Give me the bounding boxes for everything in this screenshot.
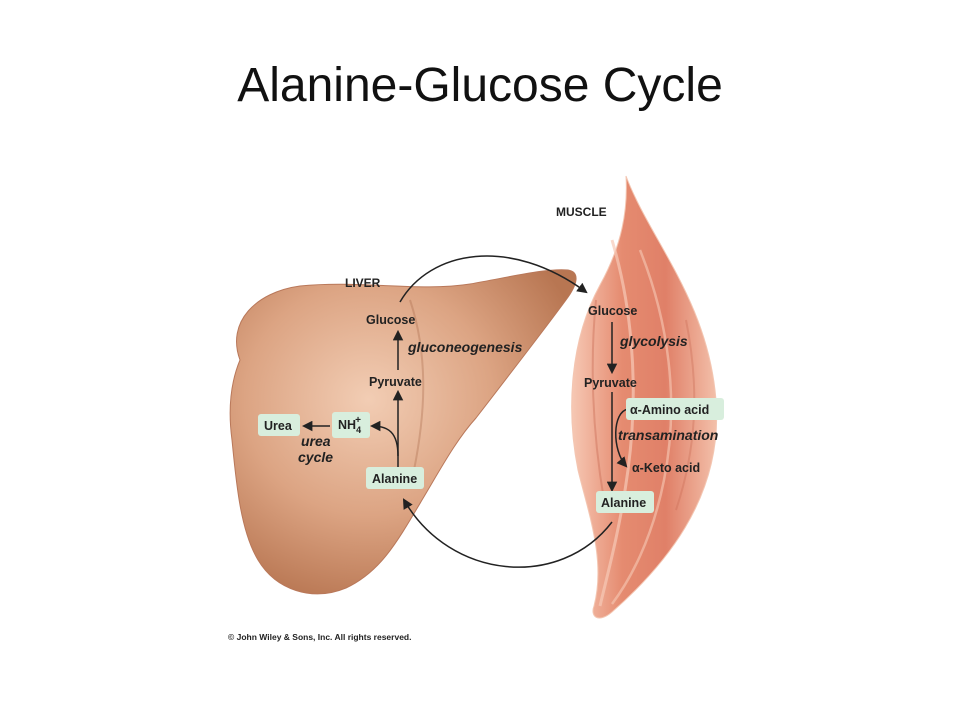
muscle-alanine-label: Alanine (601, 496, 646, 510)
liver-label: LIVER (345, 276, 381, 290)
alanine-transport-arc (402, 498, 613, 568)
muscle-label: MUSCLE (556, 205, 607, 219)
copyright-notice: © John Wiley & Sons, Inc. All rights res… (228, 632, 411, 642)
keto-acid-label: α-Keto acid (632, 461, 700, 475)
ammonium-label: NH4+ (338, 415, 361, 435)
muscle-glucose-label: Glucose (588, 304, 637, 318)
amino-acid-label: α-Amino acid (630, 403, 709, 417)
transamination-arrow (615, 408, 629, 468)
liver-glucose-label: Glucose (366, 313, 415, 327)
muscle-alanine-box (596, 491, 654, 513)
gluconeogenesis-label: gluconeogenesis (407, 339, 523, 355)
liver-shape (229, 269, 577, 595)
liver-alanine-box (366, 467, 424, 489)
transamination-label: transamination (618, 427, 718, 443)
urea-box (258, 414, 300, 436)
muscle-shape (571, 175, 718, 619)
urea-label: Urea (264, 419, 293, 433)
liver-pyruvate-label: Pyruvate (369, 375, 422, 389)
urea-cycle-label-line2: cycle (298, 449, 333, 465)
muscle-pyruvate-label: Pyruvate (584, 376, 637, 390)
deamination-arrow (369, 420, 399, 457)
slide-title: Alanine-Glucose Cycle (237, 59, 723, 112)
glycolysis-label: glycolysis (619, 333, 688, 349)
amino-acid-box (626, 398, 724, 420)
ammonium-box (332, 412, 370, 438)
glucose-transport-arc (399, 255, 588, 303)
urea-cycle-label-line1: urea (301, 433, 331, 449)
liver-alanine-label: Alanine (372, 472, 417, 486)
